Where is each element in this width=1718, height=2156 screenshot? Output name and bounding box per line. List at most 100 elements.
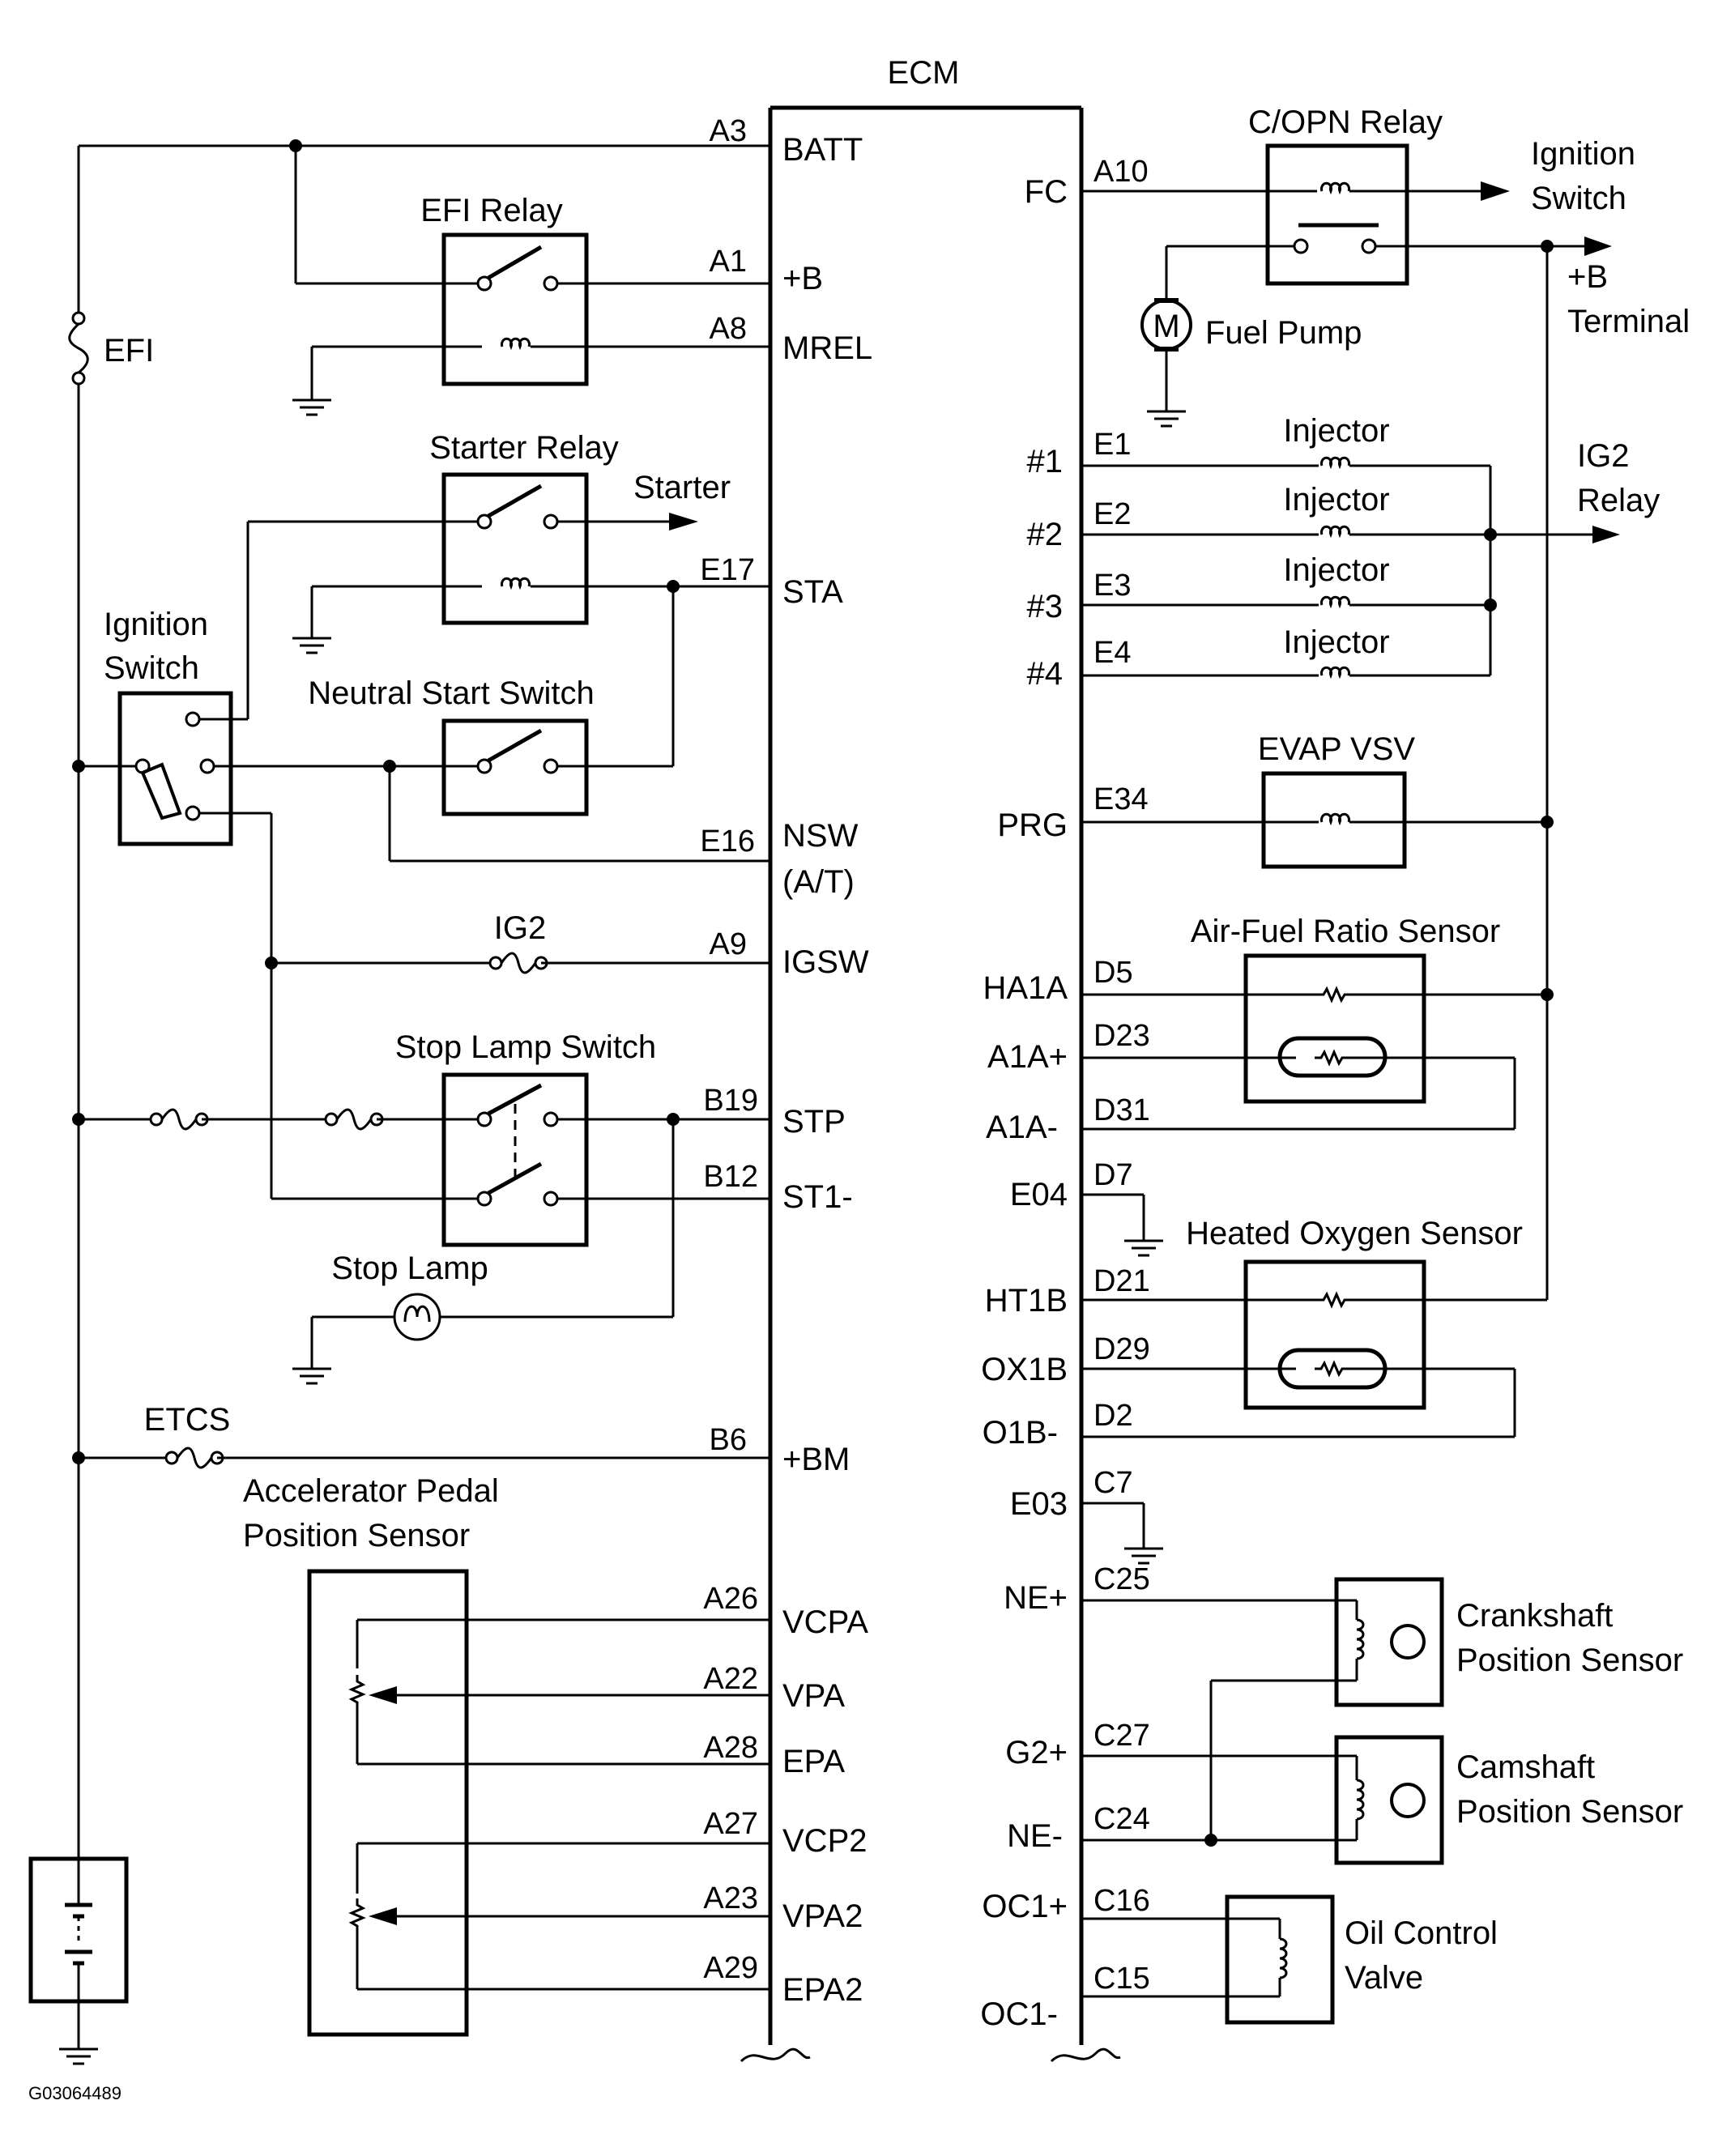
pin-name-b: +B	[782, 261, 823, 296]
pin-no-a28: A28	[703, 1731, 758, 1765]
efi-relay-label: EFI Relay	[420, 193, 563, 228]
pin-name-vpa: VPA	[782, 1678, 845, 1714]
pin-no-a1: A1	[710, 245, 747, 279]
ig2-relay-label-2: Relay	[1577, 483, 1660, 518]
injector-4-label: Injector	[1283, 624, 1389, 660]
pin-name-inj2: #2	[1027, 517, 1064, 552]
pin-name-igsw: IGSW	[782, 944, 869, 980]
figure-code: G03064489	[28, 2083, 121, 2103]
ign-switch-right-label-2: Switch	[1531, 181, 1626, 216]
pin-no-b12: B12	[703, 1160, 758, 1194]
ignition-switch: Ignition Switch	[72, 607, 478, 1199]
pin-name-ht1b: HT1B	[985, 1283, 1068, 1319]
pin-no-a22: A22	[703, 1662, 758, 1696]
ign-switch-label-2: Switch	[104, 650, 199, 686]
pin-name-nep: NE+	[1004, 1580, 1068, 1616]
ecm-right-pin-names: FC #1 #2 #3 #4 PRG HA1A A1A+ A1A- E04 HT…	[980, 174, 1068, 2032]
b-terminal-bus: +B Terminal	[1541, 236, 1690, 1300]
ig2-fuse-label: IG2	[494, 910, 546, 946]
ocv-label-1: Oil Control	[1345, 1915, 1498, 1951]
pin-name-inj1: #1	[1027, 444, 1064, 479]
pin-no-a29: A29	[703, 1951, 758, 1985]
pin-name-bm: +BM	[782, 1442, 850, 1477]
pin-no-c15: C15	[1093, 1962, 1150, 1996]
pin-no-a10: A10	[1093, 155, 1149, 189]
pin-name-batt: BATT	[782, 132, 863, 168]
pin-name-nsw: NSW	[782, 818, 859, 854]
pin-name-a1ap: A1A+	[987, 1039, 1068, 1075]
stop-lamp-switch-label: Stop Lamp Switch	[395, 1029, 656, 1065]
air-fuel-ratio-sensor: Air-Fuel Ratio Sensor	[1081, 914, 1554, 1131]
evap-vsv: EVAP VSV	[1081, 731, 1554, 869]
cam-label-2: Position Sensor	[1456, 1794, 1683, 1830]
pin-no-d31: D31	[1093, 1093, 1150, 1127]
pin-no-a26: A26	[703, 1582, 758, 1616]
starter-relay: Starter Relay Starter	[193, 430, 770, 721]
stop-lamp-label: Stop Lamp	[331, 1251, 488, 1286]
pin-no-d5: D5	[1093, 956, 1133, 990]
pin-no-e3: E3	[1093, 569, 1131, 603]
pin-name-e03: E03	[1010, 1486, 1068, 1522]
efi-fuse: EFI	[68, 311, 154, 386]
injector-3-label: Injector	[1283, 552, 1389, 588]
fuel-pump: M Fuel Pump	[1140, 298, 1362, 428]
pin-no-d7: D7	[1093, 1158, 1133, 1192]
oil-control-valve: Oil Control Valve	[1081, 1894, 1498, 2025]
pin-no-a3: A3	[710, 114, 747, 148]
pin-no-e34: E34	[1093, 782, 1149, 816]
battery-feed-wiring	[77, 139, 770, 1859]
ig2-fuse: IG2	[265, 910, 770, 974]
pin-no-e1: E1	[1093, 428, 1131, 462]
neutral-start-switch: Neutral Start Switch	[308, 586, 770, 863]
accel-label-2: Position Sensor	[243, 1518, 470, 1553]
pin-no-c25: C25	[1093, 1562, 1150, 1596]
camshaft-position-sensor: Camshaft Position Sensor	[1081, 1735, 1683, 1865]
ho2-sensor-label: Heated Oxygen Sensor	[1186, 1216, 1523, 1251]
starter-relay-label: Starter Relay	[429, 430, 618, 466]
pin-name-oc1m: OC1-	[980, 1996, 1058, 2032]
heated-oxygen-sensor: Heated Oxygen Sensor	[1081, 1216, 1547, 1438]
pin-no-e17: E17	[700, 553, 755, 587]
pin-no-c16: C16	[1093, 1884, 1150, 1918]
pin-name-ox1b: OX1B	[981, 1352, 1068, 1387]
accelerator-pedal-position-sensor: Accelerator Pedal Position Sensor	[243, 1473, 770, 2037]
evap-vsv-label: EVAP VSV	[1258, 731, 1416, 767]
pin-name-vcp2: VCP2	[782, 1823, 868, 1859]
pin-no-e16: E16	[700, 824, 755, 859]
pin-name-inj3: #3	[1027, 589, 1064, 624]
pin-no-b6: B6	[710, 1423, 747, 1457]
pin-no-a23: A23	[703, 1881, 758, 1915]
ecm-left-pin-names: BATT +B MREL STA NSW (A/T) IGSW STP ST1-…	[782, 132, 872, 2008]
injector-1-label: Injector	[1283, 413, 1389, 449]
pin-no-b19: B19	[703, 1084, 758, 1118]
pin-name-e04: E04	[1010, 1177, 1068, 1212]
pin-no-a9: A9	[710, 927, 747, 961]
stop-lamp: Stop Lamp	[291, 1119, 675, 1385]
copn-relay: C/OPN Relay Ignition Switch	[1081, 104, 1635, 300]
e04-ground	[1081, 1193, 1165, 1257]
stop-lamp-switch: Stop Lamp Switch	[72, 1029, 770, 1247]
ecm-left-pin-numbers: A3 A1 A8 E17 E16 A9 B19 B12 B6 A26 A22 A…	[700, 114, 758, 1985]
ecm-title: ECM	[888, 55, 960, 91]
ecm-block: ECM	[740, 55, 1121, 2063]
pin-name-st1: ST1-	[782, 1179, 853, 1215]
crank-label-2: Position Sensor	[1456, 1643, 1683, 1678]
pin-name-oc1p: OC1+	[982, 1889, 1068, 1924]
injectors: Injector Injector Injector Injector IG2 …	[1081, 413, 1660, 677]
pin-no-c24: C24	[1093, 1802, 1150, 1836]
pin-no-d29: D29	[1093, 1332, 1150, 1366]
pin-name-epa2: EPA2	[782, 1972, 863, 2008]
pin-name-inj4: #4	[1027, 656, 1064, 692]
starter-label: Starter	[633, 470, 731, 505]
ign-switch-label-1: Ignition	[104, 607, 208, 642]
cam-label-1: Camshaft	[1456, 1749, 1595, 1785]
pin-name-a1am: A1A-	[986, 1110, 1058, 1145]
ecm-right-pin-numbers: A10 E1 E2 E3 E4 E34 D5 D23 D31 D7 D21 D2…	[1093, 155, 1150, 1996]
pin-name-fc: FC	[1025, 174, 1068, 210]
crank-label-1: Crankshaft	[1456, 1598, 1613, 1634]
af-sensor-label: Air-Fuel Ratio Sensor	[1191, 914, 1500, 949]
injector-2-label: Injector	[1283, 482, 1389, 518]
pin-name-epa: EPA	[782, 1744, 845, 1779]
battery	[28, 1856, 129, 2065]
